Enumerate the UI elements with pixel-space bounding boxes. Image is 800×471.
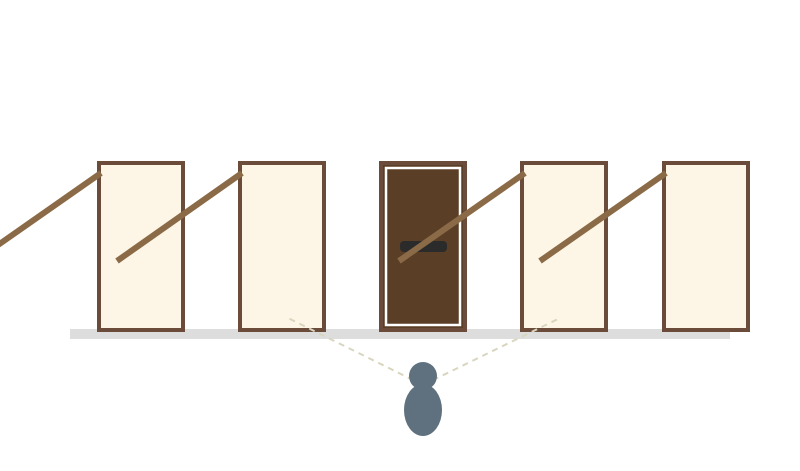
person-body: [404, 384, 442, 436]
sight-line-left: [287, 317, 424, 386]
door-5: [662, 161, 750, 332]
floor-strip: [70, 329, 730, 339]
swing-panel-2: [115, 170, 244, 264]
person-head: [409, 362, 437, 390]
door-3-inner-border: [384, 166, 462, 327]
person-icon: [404, 362, 442, 436]
swing-panel-3: [397, 170, 527, 264]
swing-panel-1: [0, 170, 103, 248]
sight-line-right: [422, 317, 561, 386]
door-2: [238, 161, 326, 332]
door-2-panel: [238, 161, 326, 332]
swing-panel-4: [538, 170, 668, 264]
door-5-panel: [662, 161, 750, 332]
